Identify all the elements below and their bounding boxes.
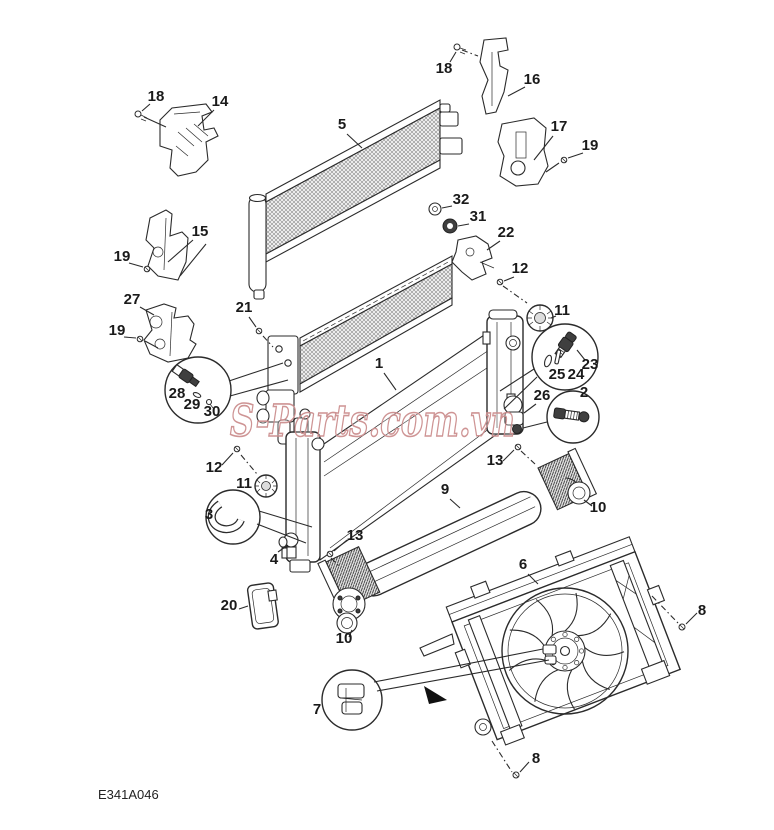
- bracket-part14: [159, 103, 219, 177]
- condenser-port-upper: [256, 390, 270, 406]
- callout-2: 2: [580, 384, 588, 401]
- callout-1: 1: [375, 355, 383, 372]
- callout-8b: 8: [532, 750, 540, 767]
- bracket-part15: [145, 209, 189, 281]
- callout-28: 28: [169, 385, 186, 402]
- callout-6: 6: [519, 556, 527, 573]
- screw-12a: [496, 278, 504, 286]
- callout-26: 26: [534, 387, 551, 404]
- callout-13b: 13: [347, 527, 364, 544]
- detail-circle-2: [522, 390, 600, 444]
- callout-21: 21: [236, 299, 253, 316]
- clip-part25: [543, 354, 553, 368]
- hose-ring-10-right: [567, 481, 591, 505]
- radiator-assembly-part1: [278, 309, 524, 573]
- callout-4: 4: [270, 551, 279, 568]
- callout-labels: 18 14 5 18 16 17 19 15 19 32 31 22 27 12…: [109, 60, 707, 767]
- callout-11b: 11: [236, 475, 252, 492]
- screw-18a: [134, 110, 148, 122]
- callout-7: 7: [313, 701, 321, 718]
- radiator-part5: [248, 99, 463, 300]
- fan-shroud-part6: [419, 536, 682, 746]
- callout-17: 17: [551, 118, 568, 135]
- callout-14: 14: [212, 93, 229, 110]
- callout-15: 15: [192, 223, 209, 240]
- callout-8a: 8: [698, 602, 706, 619]
- callout-19b: 19: [109, 322, 126, 339]
- condenser-port-lower: [256, 408, 270, 424]
- callout-3: 3: [205, 506, 213, 523]
- watermark-text: S-Parts.com.vn: [230, 396, 515, 447]
- hose-ring-10-left: [336, 612, 358, 634]
- condenser-panel: [256, 255, 453, 445]
- callout-9: 9: [441, 481, 449, 498]
- callout-23: 23: [582, 356, 599, 373]
- grommet-part11b: [254, 474, 278, 498]
- screw-8a: [678, 623, 686, 631]
- callout-24: 24: [568, 366, 585, 383]
- bracket-part27: [143, 303, 197, 363]
- callout-30: 30: [204, 403, 221, 420]
- screw-19c: [560, 156, 568, 164]
- screw-13b: [326, 550, 334, 558]
- sensor-part23: [554, 331, 577, 359]
- screw-18b: [453, 43, 467, 55]
- screw-13a: [514, 443, 522, 451]
- fitting-part26: [503, 393, 524, 434]
- screw-8b: [512, 771, 520, 779]
- clip-arrow-mark: [424, 686, 447, 704]
- detail-circle-23-24-25: [499, 323, 599, 410]
- callout-13a: 13: [487, 452, 504, 469]
- condenser-left-plate: [267, 335, 299, 395]
- bracket-part16: [479, 37, 509, 115]
- screw-19b: [136, 335, 144, 343]
- grommet-part31: [442, 218, 458, 234]
- callout-12a: 12: [512, 260, 529, 277]
- leader-lines: [123, 49, 698, 773]
- figure-code: E341A046: [98, 787, 159, 802]
- shroud-clip-target: [542, 644, 557, 655]
- pin-part24: [554, 349, 562, 365]
- callout-10b: 10: [590, 499, 607, 516]
- callout-32: 32: [453, 191, 470, 208]
- screw-12b: [233, 445, 241, 453]
- callout-18a: 18: [148, 88, 165, 105]
- radiator-left-tank: [248, 195, 267, 293]
- intercooler-part9: [317, 447, 598, 634]
- bracket-part20: [246, 582, 279, 630]
- washer-part32: [428, 202, 442, 216]
- grommet-part11a: [526, 304, 554, 332]
- clip-part7: [337, 683, 365, 715]
- bracket-part22: [451, 235, 495, 281]
- callout-22: 22: [498, 224, 515, 241]
- shroud-roller: [474, 718, 492, 736]
- callout-16: 16: [524, 71, 541, 88]
- callout-20: 20: [221, 597, 238, 614]
- callout-18b: 18: [436, 60, 453, 77]
- detail-circle-3: [205, 489, 313, 545]
- fitting-part4: [278, 532, 299, 559]
- fasteners: [134, 43, 686, 779]
- screw-19a: [143, 265, 151, 273]
- callout-25: 25: [549, 366, 566, 383]
- callout-19c: 19: [582, 137, 599, 154]
- pin-part29: [192, 391, 202, 399]
- callout-10a: 10: [336, 630, 353, 647]
- callout-12b: 12: [206, 459, 223, 476]
- sensor-part2: [553, 407, 590, 423]
- callout-11a: 11: [554, 302, 570, 319]
- part1-filler-port: [505, 335, 521, 351]
- bracket-part17: [497, 117, 549, 187]
- callout-5: 5: [338, 116, 346, 133]
- screw-part30: [205, 398, 214, 409]
- screw-21: [255, 327, 263, 335]
- callout-27: 27: [124, 291, 141, 308]
- detail-circle-28-29-30: [164, 356, 289, 424]
- callout-19a: 19: [114, 248, 131, 265]
- detail-circle-7: [321, 648, 550, 731]
- callout-29: 29: [184, 396, 201, 413]
- callout-31: 31: [470, 208, 487, 225]
- sensor-part28: [171, 363, 200, 388]
